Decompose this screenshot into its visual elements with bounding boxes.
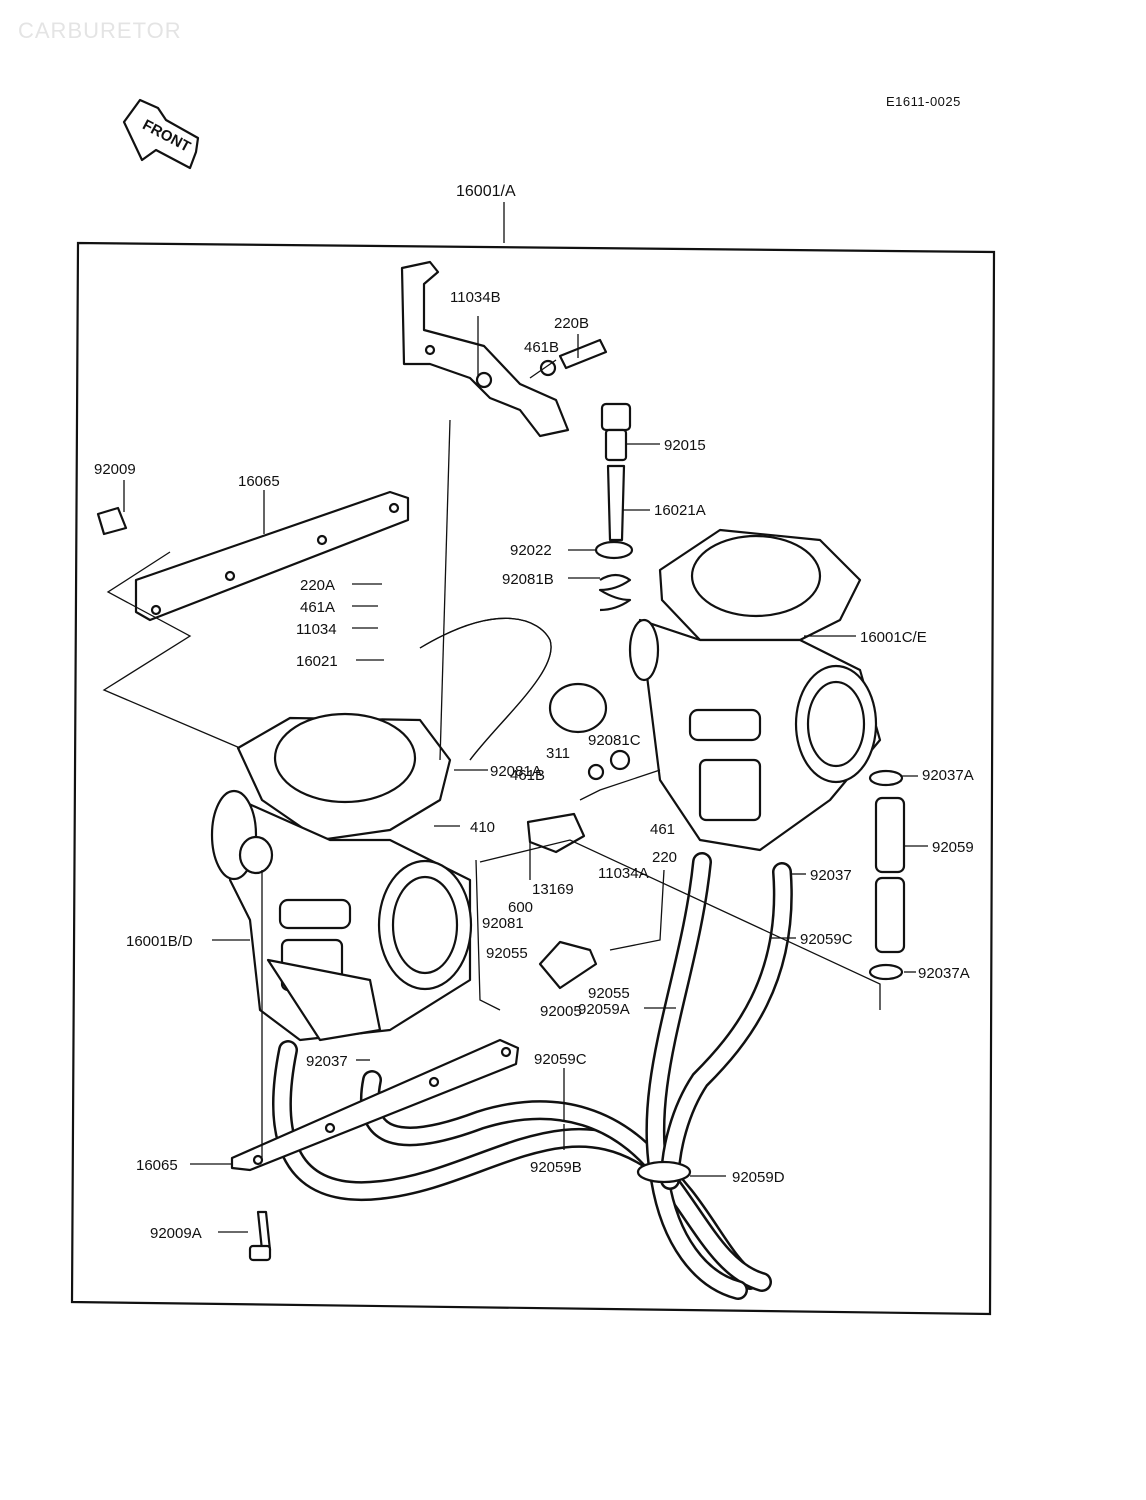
callout-label: 92037 xyxy=(810,867,852,884)
carburetor-right xyxy=(628,528,882,852)
callout-label: 410 xyxy=(470,819,495,836)
callout-label: 92059 xyxy=(932,839,974,856)
watermark: CARBURETOR xyxy=(18,18,182,43)
callout-label: 92059A xyxy=(578,1001,630,1018)
callout-label: 16001C/E xyxy=(860,629,927,646)
mounting-bar-bottom xyxy=(230,1038,520,1172)
callout-label: 92015 xyxy=(664,437,706,454)
callout-label: 311 xyxy=(546,745,570,762)
callout-label: 16021 xyxy=(296,653,338,670)
diagram-code: E1611-0025 xyxy=(886,94,961,109)
assembly-label: 16001/A xyxy=(456,183,516,200)
leader-lines xyxy=(102,316,928,1233)
callout-label: 92055 xyxy=(588,985,630,1002)
callout-label: 92055 xyxy=(486,945,528,962)
callout-label: 600 xyxy=(508,899,533,916)
callout-label: 92005 xyxy=(540,1003,582,1020)
hose-bundle xyxy=(272,852,793,1300)
callout-label: 220A xyxy=(300,577,335,594)
callout-label: 461B xyxy=(524,339,559,356)
callout-label: 92059C xyxy=(800,931,853,948)
callout-label: 92081 xyxy=(482,915,524,932)
callout-label: 16021A xyxy=(654,502,706,519)
callout-label: 16065 xyxy=(238,473,280,490)
callout-label: 16065 xyxy=(136,1157,178,1174)
callout-label: 92037A xyxy=(922,767,974,784)
callout-label: 92081C xyxy=(588,732,641,749)
carburetor-left xyxy=(210,712,473,1042)
callout-label: 92081A xyxy=(490,763,542,780)
callout-label: 461B xyxy=(510,767,545,784)
callout-label: 461A xyxy=(300,599,335,616)
callout-label: 461 xyxy=(650,821,675,838)
assembly-frame xyxy=(70,202,996,1316)
mounting-bar-top xyxy=(134,490,410,622)
front-arrow-icon: FRONT xyxy=(122,98,200,170)
callout-label: 92022 xyxy=(510,542,552,559)
callout-label: 92009A xyxy=(150,1225,202,1242)
callout-label: 92037 xyxy=(306,1053,348,1070)
callout-label: 92037A xyxy=(918,965,970,982)
callout-label: 92009 xyxy=(94,461,136,478)
callout-label: 92059B xyxy=(530,1159,582,1176)
throttle-cable xyxy=(419,617,552,761)
callout-label: 92059D xyxy=(732,1169,785,1186)
callout-labels: 11034B 220B 461B 92015 92009 16065 16021… xyxy=(94,289,974,1242)
callout-label: 220B xyxy=(554,315,589,332)
callout-label: 16001B/D xyxy=(126,933,193,950)
callout-label: 13169 xyxy=(532,881,574,898)
callout-label: 92059C xyxy=(534,1051,587,1068)
callout-label: 220 xyxy=(652,849,677,866)
callout-label: 11034 xyxy=(296,621,337,638)
callout-label: 92081B xyxy=(502,571,554,588)
callout-label: 11034A xyxy=(598,865,649,882)
throttle-bracket xyxy=(400,260,570,438)
small-parts xyxy=(96,338,906,1262)
callout-label: 11034B xyxy=(450,289,501,306)
